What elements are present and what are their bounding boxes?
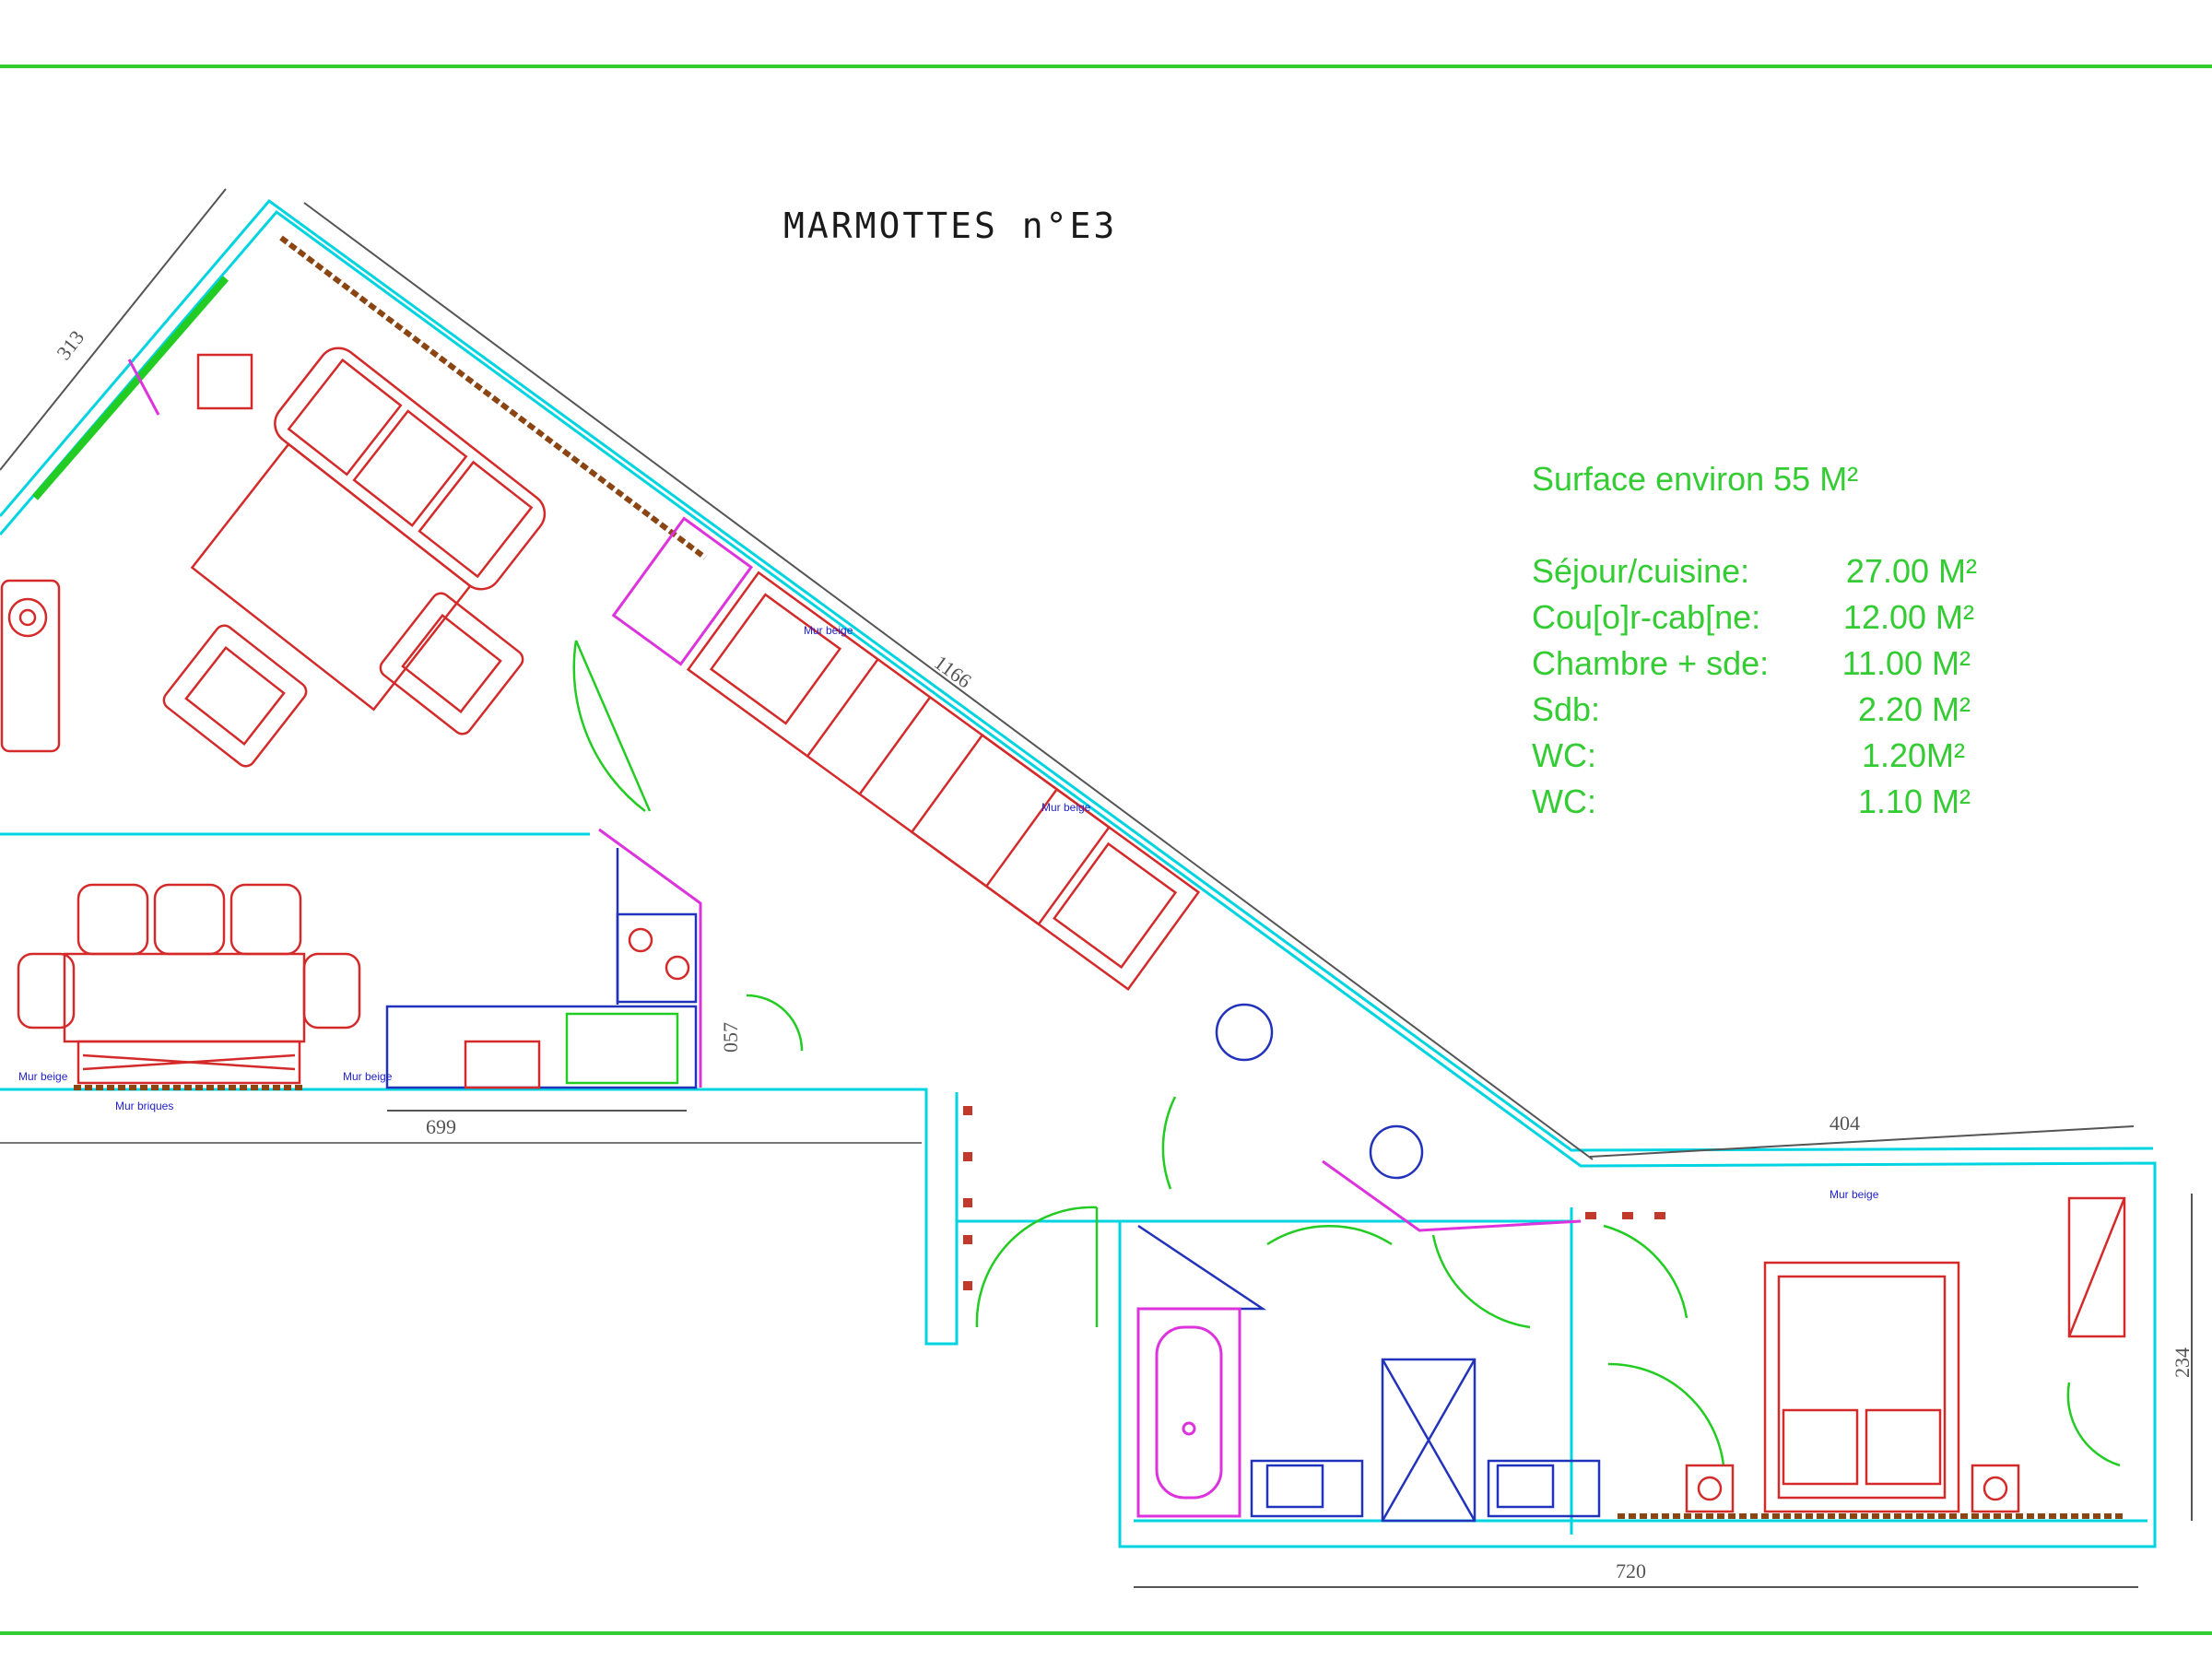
room-name-sdb: Sdb:: [1532, 690, 1600, 728]
room-area-wc1: 1.20M²: [1862, 736, 1965, 774]
bedroom: [1685, 1196, 2126, 1513]
wall-label-mur-beige-3: Mur beige: [804, 624, 853, 637]
dim-404: 404: [1830, 1112, 1860, 1135]
room-name-sejour: Séjour/cuisine:: [1532, 552, 1749, 590]
window-glazing: [31, 276, 229, 500]
dim-234: 234: [2171, 1347, 2194, 1378]
wall-label-mur-beige-2: Mur beige: [343, 1070, 393, 1083]
room-name-wc1: WC:: [1532, 736, 1596, 774]
walls: [0, 198, 2157, 1548]
room-name-couloir: Cou[o]r-cab[ne:: [1532, 598, 1760, 636]
surface-summary: Surface environ 55 M² Séjour/cuisine: 27…: [1532, 460, 1977, 820]
dining-table: [17, 883, 361, 1085]
dim-313: 313: [52, 326, 88, 364]
dim-699: 699: [426, 1115, 456, 1138]
radiators: [963, 1106, 1665, 1290]
surface-total: Surface environ 55 M²: [1532, 460, 1858, 498]
dimensions: 313 1166 404 234 720 699 057: [0, 188, 2194, 1588]
room-area-sdb: 2.20 M²: [1858, 690, 1971, 728]
wall-label-mur-beige-1: Mur beige: [18, 1070, 68, 1083]
wall-label-mur-beige-4: Mur beige: [1041, 801, 1091, 814]
doors: [572, 640, 2121, 1467]
living-room-furniture: [0, 347, 547, 768]
room-area-couloir: 12.00 M²: [1843, 598, 1974, 636]
room-name-wc2: WC:: [1532, 782, 1596, 820]
wall-labels: Mur beige Mur beige Mur briques Mur beig…: [18, 624, 1879, 1201]
wall-label-mur-briques: Mur briques: [115, 1100, 173, 1112]
bathroom: [1136, 1224, 1601, 1523]
room-area-sejour: 27.00 M²: [1846, 552, 1977, 590]
room-area-chambre: 11.00 M²: [1842, 644, 1971, 682]
room-name-chambre: Chambre + sde:: [1532, 644, 1769, 682]
wc-fixtures: [1215, 1003, 1582, 1232]
kitchen: [385, 828, 702, 1089]
corridor-closets: [611, 516, 1201, 991]
dim-720: 720: [1616, 1559, 1646, 1583]
room-area-wc2: 1.10 M²: [1858, 782, 1971, 820]
dim-057: 057: [719, 1022, 742, 1053]
brick-wall-diagonal: [279, 235, 707, 560]
wall-label-mur-beige-5: Mur beige: [1830, 1188, 1879, 1201]
plan-title: MARMOTTES n°E3: [783, 206, 1117, 246]
